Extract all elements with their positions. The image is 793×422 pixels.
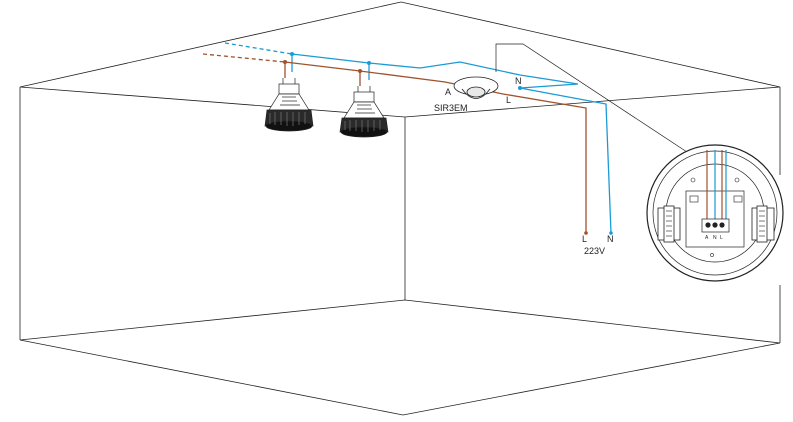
detail-leader-line	[495, 43, 688, 153]
ceiling-plane	[19, 1, 781, 118]
floor-outline	[19, 299, 781, 416]
detail-terminal-l-label: L	[720, 235, 723, 241]
gu10-bulb-icon	[264, 78, 314, 132]
sensor-terminal-n-label: N	[515, 76, 522, 86]
live-wiring	[202, 53, 587, 233]
detail-terminal-n-label: N	[713, 235, 717, 241]
sensor-detail-icon	[646, 144, 784, 282]
supply-live-label: L	[582, 234, 587, 244]
sensor-model-label: SIR3EM	[434, 103, 468, 113]
ceiling-sensor-icon	[453, 76, 499, 99]
supply-neutral-label: N	[607, 234, 614, 244]
junction-dots	[283, 52, 613, 235]
sensor-terminal-l-label: L	[506, 95, 511, 105]
sensor-terminal-a-label: A	[445, 87, 451, 97]
neutral-wiring	[224, 42, 612, 234]
gu10-bulb-icon	[339, 86, 389, 138]
detail-terminal-a-label: A	[705, 235, 709, 241]
supply-voltage-label: 223V	[584, 246, 605, 256]
